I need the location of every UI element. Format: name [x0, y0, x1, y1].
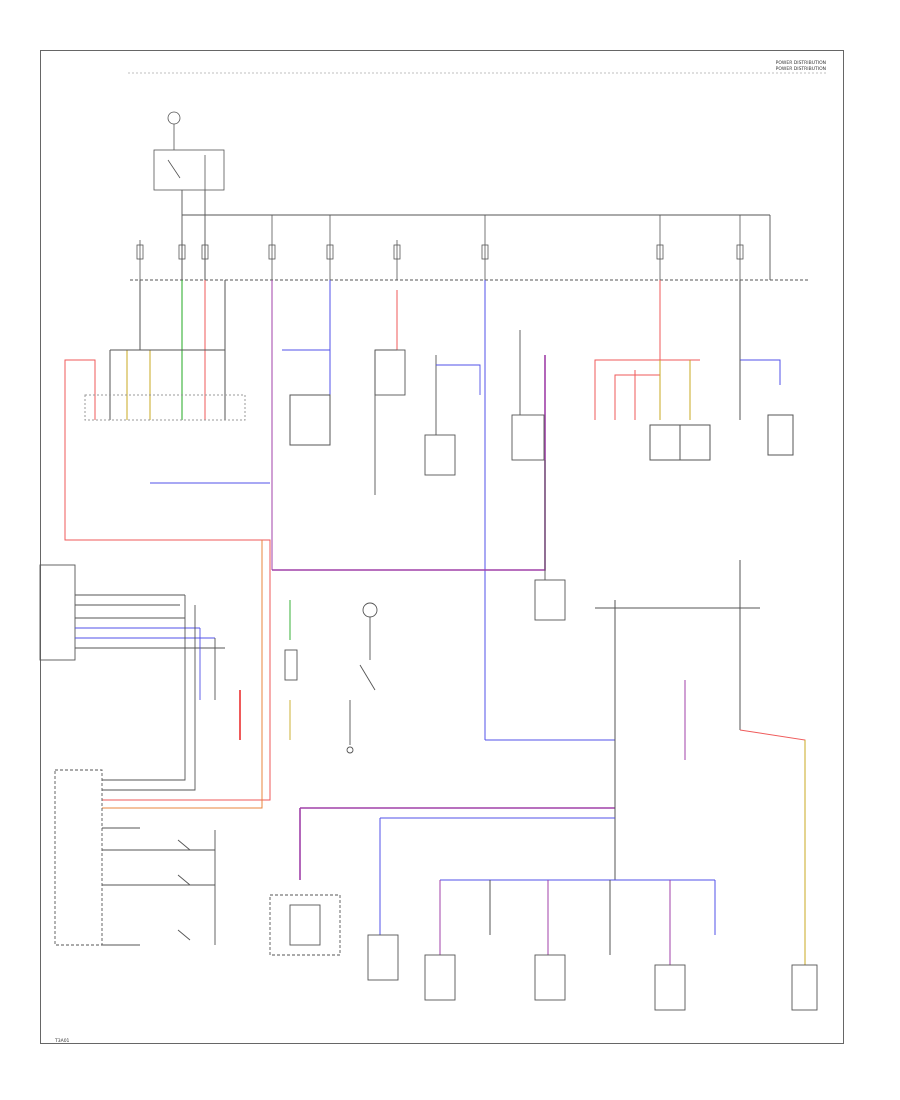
mid-modules [374, 330, 566, 621]
branch-wires [139, 280, 781, 741]
left-connectors [64, 349, 271, 809]
mid-left-module [39, 564, 298, 791]
header-subtitle: POWER DISTRIBUTION [776, 66, 826, 72]
right-top-connectors [594, 359, 794, 461]
main-bus [130, 190, 810, 281]
engine-link [150, 394, 331, 484]
power-source [153, 111, 225, 191]
footer-code: T3A01 [54, 1038, 70, 1044]
header: POWER DISTRIBUTION POWER DISTRIBUTION [128, 60, 826, 74]
center-component [346, 602, 378, 754]
bottom-modules [269, 894, 818, 1011]
header-title: POWER DISTRIBUTION [776, 60, 826, 66]
fuse-row [136, 215, 744, 280]
bottom-left-module [54, 769, 216, 946]
right-bus [379, 560, 806, 965]
purple-harness [272, 355, 615, 880]
